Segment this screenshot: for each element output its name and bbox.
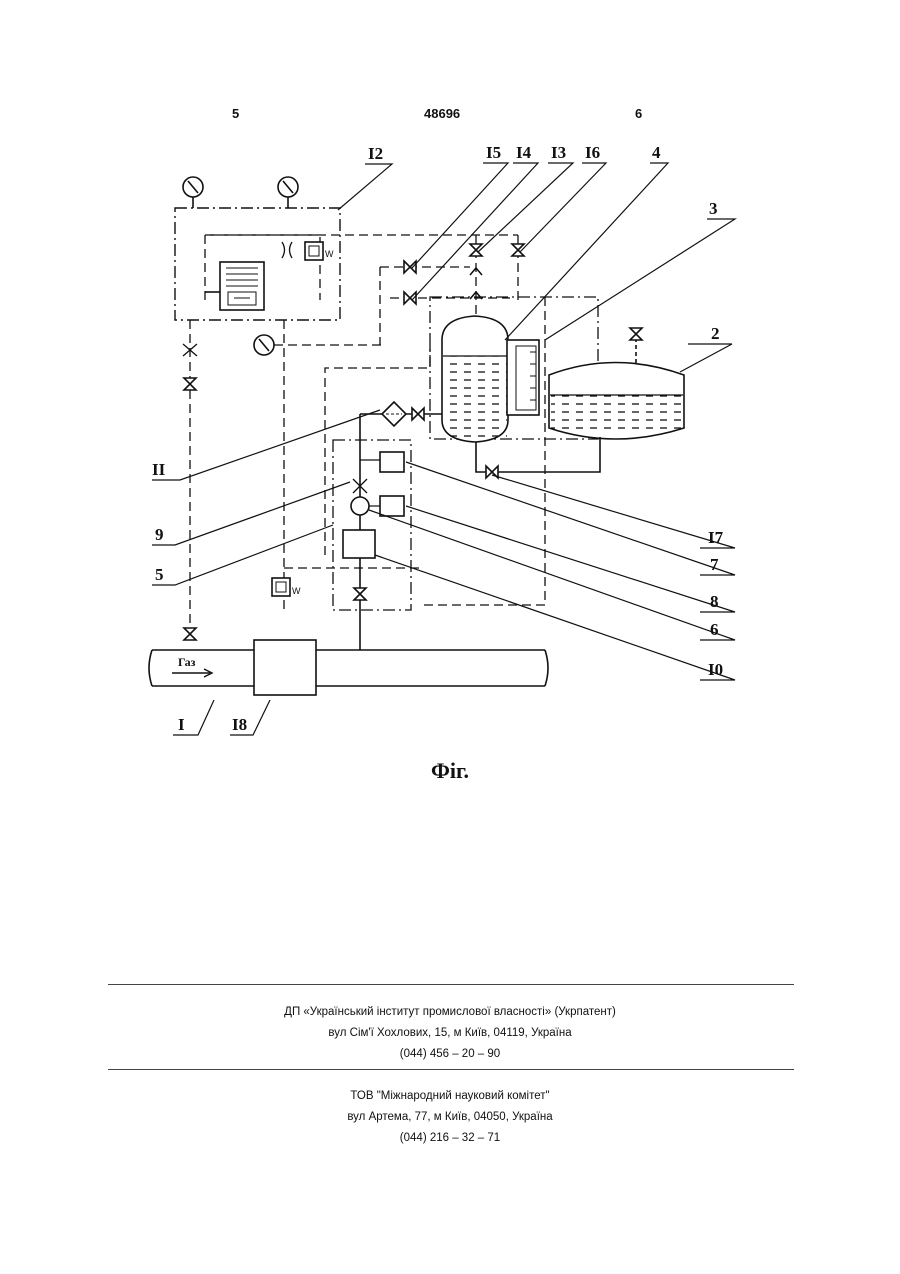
label-17: I7 — [708, 528, 724, 547]
label-4: 4 — [652, 143, 661, 162]
valve-icon — [404, 261, 416, 273]
pressure-gauge-icon — [183, 177, 203, 197]
label-10: I0 — [708, 660, 723, 679]
publisher-block: ДП «Український інститут промислової вла… — [0, 1002, 900, 1065]
label-8: 8 — [710, 592, 719, 611]
label-7: 7 — [710, 555, 719, 574]
label-9: 9 — [155, 525, 164, 544]
label-6: 6 — [710, 620, 719, 639]
label-2: 2 — [711, 324, 720, 343]
impulse-line-left — [183, 320, 197, 640]
solenoid-mark: W — [292, 586, 301, 596]
divider — [108, 984, 794, 985]
printer-address: вул Артема, 77, м Київ, 04050, Україна — [0, 1107, 900, 1128]
label-16: I6 — [585, 143, 600, 162]
gas-meter — [254, 640, 316, 695]
solenoid-mark: W — [325, 249, 334, 259]
publisher-phone: (044) 456 – 20 – 90 — [0, 1044, 900, 1065]
regulator-block-5 — [284, 414, 420, 650]
valve-icon — [412, 408, 424, 420]
pressure-gauge-icon — [278, 177, 298, 197]
label-15: I5 — [486, 143, 501, 162]
valve-icon — [354, 588, 366, 600]
label-14: I4 — [516, 143, 532, 162]
label-12: I2 — [368, 144, 383, 163]
pressure-gauge-icon — [254, 335, 274, 355]
printer-phone: (044) 216 – 32 – 71 — [0, 1128, 900, 1149]
figure-caption: Фіг. — [0, 758, 900, 784]
printer-block: ТОВ "Міжнародний науковий комітет" вул А… — [0, 1086, 900, 1149]
label-3: 3 — [709, 199, 718, 218]
gas-label: Газ — [178, 655, 196, 669]
label-1: I — [178, 715, 185, 734]
label-13: I3 — [551, 143, 566, 162]
label-18: I8 — [232, 715, 247, 734]
label-5: 5 — [155, 565, 164, 584]
printer-name: ТОВ "Міжнародний науковий комітет" — [0, 1086, 900, 1107]
valve-icon — [184, 628, 196, 640]
valve-icon — [184, 378, 196, 390]
label-11: II — [152, 460, 166, 479]
schematic-diagram: Газ W — [0, 0, 900, 750]
publisher-address: вул Сім'ї Хохлових, 15, м Київ, 04119, У… — [0, 1023, 900, 1044]
control-block-12: W — [175, 177, 340, 320]
gas-pipeline: Газ — [149, 640, 548, 695]
divider — [108, 1069, 794, 1070]
valve-icon — [630, 328, 642, 340]
publisher-name: ДП «Український інститут промислової вла… — [0, 1002, 900, 1023]
